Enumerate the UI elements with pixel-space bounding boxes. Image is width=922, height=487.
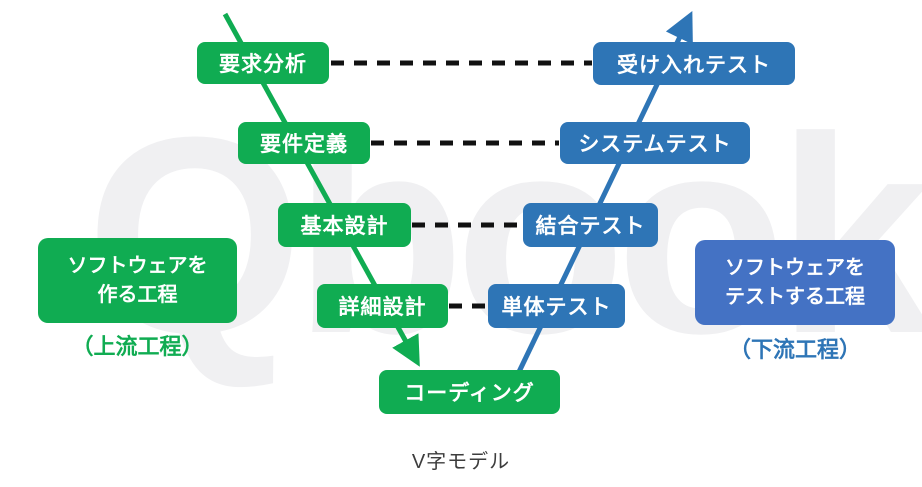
diagram-title: V字モデル [411,451,511,473]
step-requirements-definition: 要件定義 [238,122,370,164]
step-detailed-design: 詳細設計 [317,284,448,328]
annotation-build-line2: 作る工程 [97,283,178,306]
step-system-test: システムテスト [560,122,750,164]
annotation-build-line1: ソフトウェアを [67,254,208,277]
caption-downstream-process: （下流工程） [728,337,861,362]
step-acceptance-test: 受け入れテスト [593,42,795,85]
step-basic-design: 基本設計 [278,203,411,247]
annotation-build-process: ソフトウェアを 作る工程 [38,238,237,323]
caption-upstream-process: （上流工程） [71,334,204,359]
step-coding: コーディング [379,370,560,414]
annotation-test-line2: テストする工程 [725,285,865,308]
annotation-test-line1: ソフトウェアを [725,256,865,279]
step-unit-test: 単体テスト [488,284,625,328]
step-requirements-analysis: 要求分析 [197,42,329,84]
step-integration-test: 結合テスト [523,203,658,247]
annotation-test-process: ソフトウェアを テストする工程 [695,240,895,325]
qbook-watermark: Qbook [86,80,922,392]
